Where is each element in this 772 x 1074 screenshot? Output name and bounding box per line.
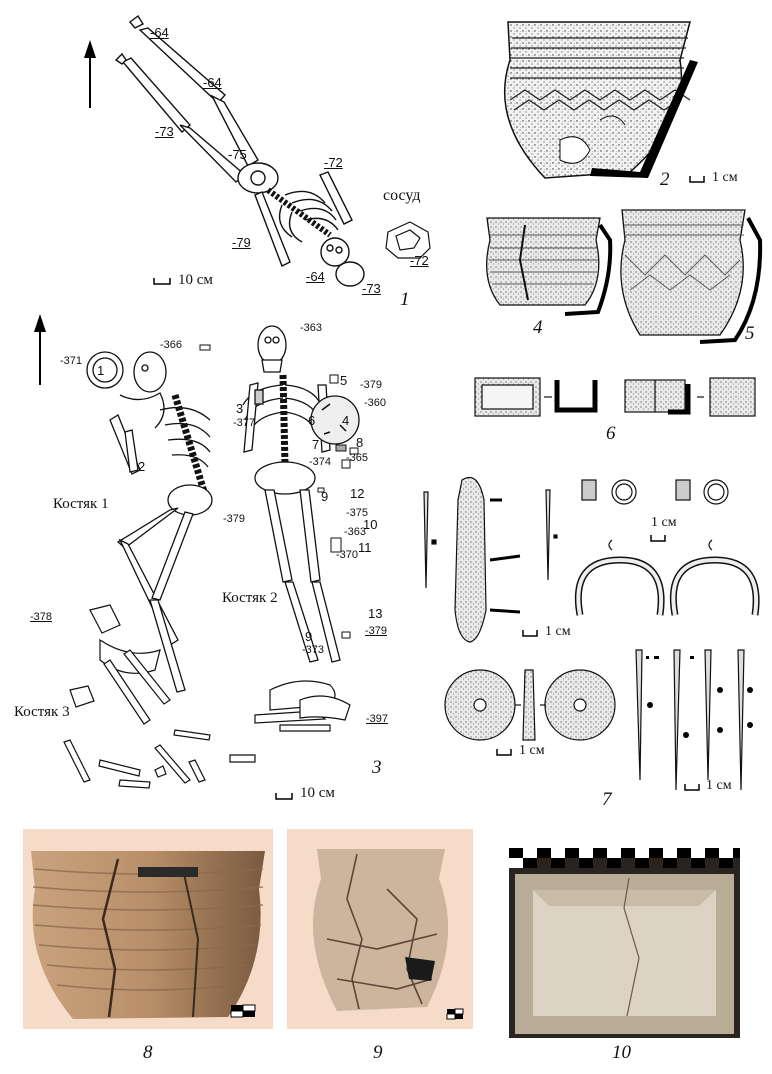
depth-label: -397 bbox=[366, 713, 389, 725]
depth-label: -79 bbox=[232, 235, 251, 250]
scale-label-knife: 1 см bbox=[545, 624, 571, 639]
skeleton-1-label: Костяк 1 bbox=[53, 496, 109, 512]
burial-1-skeleton bbox=[114, 14, 365, 287]
depth-label: -379 bbox=[360, 379, 383, 391]
depth-label: -73 bbox=[155, 124, 174, 139]
find-number: 1 bbox=[97, 363, 105, 378]
north-arrow-1 bbox=[84, 40, 96, 108]
skeleton-3-label: Костяк 3 bbox=[14, 704, 70, 720]
scale-label-rings: 1 см bbox=[651, 515, 677, 530]
find-number: 6 bbox=[308, 413, 316, 428]
plate-number-5: 5 bbox=[745, 323, 755, 344]
find-number: 9 bbox=[305, 629, 313, 644]
north-arrow-3 bbox=[34, 314, 46, 385]
plate-number-2: 2 bbox=[660, 169, 670, 190]
scale-label-vessel2: 1 см bbox=[712, 170, 738, 185]
depth-label: -363 bbox=[344, 526, 367, 538]
depth-label: -377 bbox=[233, 417, 256, 429]
photo-vessel-8 bbox=[23, 829, 273, 1029]
depth-label: -64 bbox=[150, 25, 169, 40]
depth-label: -73 bbox=[362, 281, 381, 296]
plate-number-3: 3 bbox=[372, 757, 382, 778]
plate-number-8: 8 bbox=[143, 1042, 153, 1063]
depth-label: -379 bbox=[223, 513, 246, 525]
find-number: 2 bbox=[138, 459, 146, 474]
depth-label: -371 bbox=[60, 355, 83, 367]
scale-label-burial1: 10 см bbox=[178, 272, 213, 288]
depth-label: -75 bbox=[228, 147, 247, 162]
scale-label-burial3: 10 см bbox=[300, 785, 335, 801]
find-marks bbox=[199, 344, 359, 639]
plate-number-10: 10 bbox=[612, 1042, 631, 1063]
depth-label: -72 bbox=[410, 253, 429, 268]
depth-label: -363 bbox=[300, 322, 323, 334]
find-number: 10 bbox=[363, 517, 378, 532]
scale-label-awls: 1 см bbox=[706, 778, 732, 793]
depth-label: -370 bbox=[336, 549, 359, 561]
depth-label: -379 bbox=[365, 625, 388, 637]
depth-label: -375 bbox=[346, 507, 369, 519]
depth-label: -64 bbox=[306, 269, 325, 284]
depth-label: -366 bbox=[160, 339, 183, 351]
vessel-label: сосуд bbox=[383, 187, 421, 204]
find-number: 11 bbox=[358, 540, 372, 555]
vessel-4-drawing bbox=[486, 217, 613, 316]
burial-3-skeleton-3 bbox=[63, 604, 256, 789]
find-number: 7 bbox=[312, 437, 320, 452]
plate-number-9: 9 bbox=[373, 1042, 383, 1063]
plate-number-4: 4 bbox=[533, 317, 543, 338]
item-7-drawings bbox=[423, 476, 760, 791]
photo-vessel-9 bbox=[287, 829, 473, 1029]
vessel-2-drawing bbox=[503, 21, 698, 179]
depth-label: -360 bbox=[364, 397, 387, 409]
depth-label: -72 bbox=[324, 155, 343, 170]
find-number: 4 bbox=[342, 413, 350, 428]
find-number: 5 bbox=[340, 373, 348, 388]
plate-number-7: 7 bbox=[602, 789, 612, 810]
depth-label: -365 bbox=[346, 452, 369, 464]
burial-1-vessel bbox=[385, 221, 431, 259]
find-number: 13 bbox=[368, 606, 383, 621]
burial-3-jaws bbox=[254, 680, 351, 732]
burial-3-skeleton-1 bbox=[86, 351, 213, 693]
find-number: 3 bbox=[236, 401, 244, 416]
depth-label: -374 bbox=[309, 456, 332, 468]
find-number: 12 bbox=[350, 486, 365, 501]
find-number: 9 bbox=[321, 489, 329, 504]
burial-3-skeleton-2 bbox=[242, 325, 360, 663]
plate-number-1: 1 bbox=[400, 289, 410, 310]
scale-label-disc: 1 см bbox=[519, 743, 545, 758]
vessel-5-drawing bbox=[620, 209, 763, 344]
depth-label: -373 bbox=[302, 644, 325, 656]
scale-bars bbox=[153, 176, 705, 800]
plate-number-6: 6 bbox=[606, 423, 616, 444]
item-6-drawings bbox=[474, 377, 756, 417]
photo-box-10 bbox=[509, 848, 740, 1038]
find-number: 8 bbox=[356, 435, 364, 450]
depth-label: -64 bbox=[203, 75, 222, 90]
skeleton-2-label: Костяк 2 bbox=[222, 590, 278, 606]
depth-label: -378 bbox=[30, 611, 53, 623]
